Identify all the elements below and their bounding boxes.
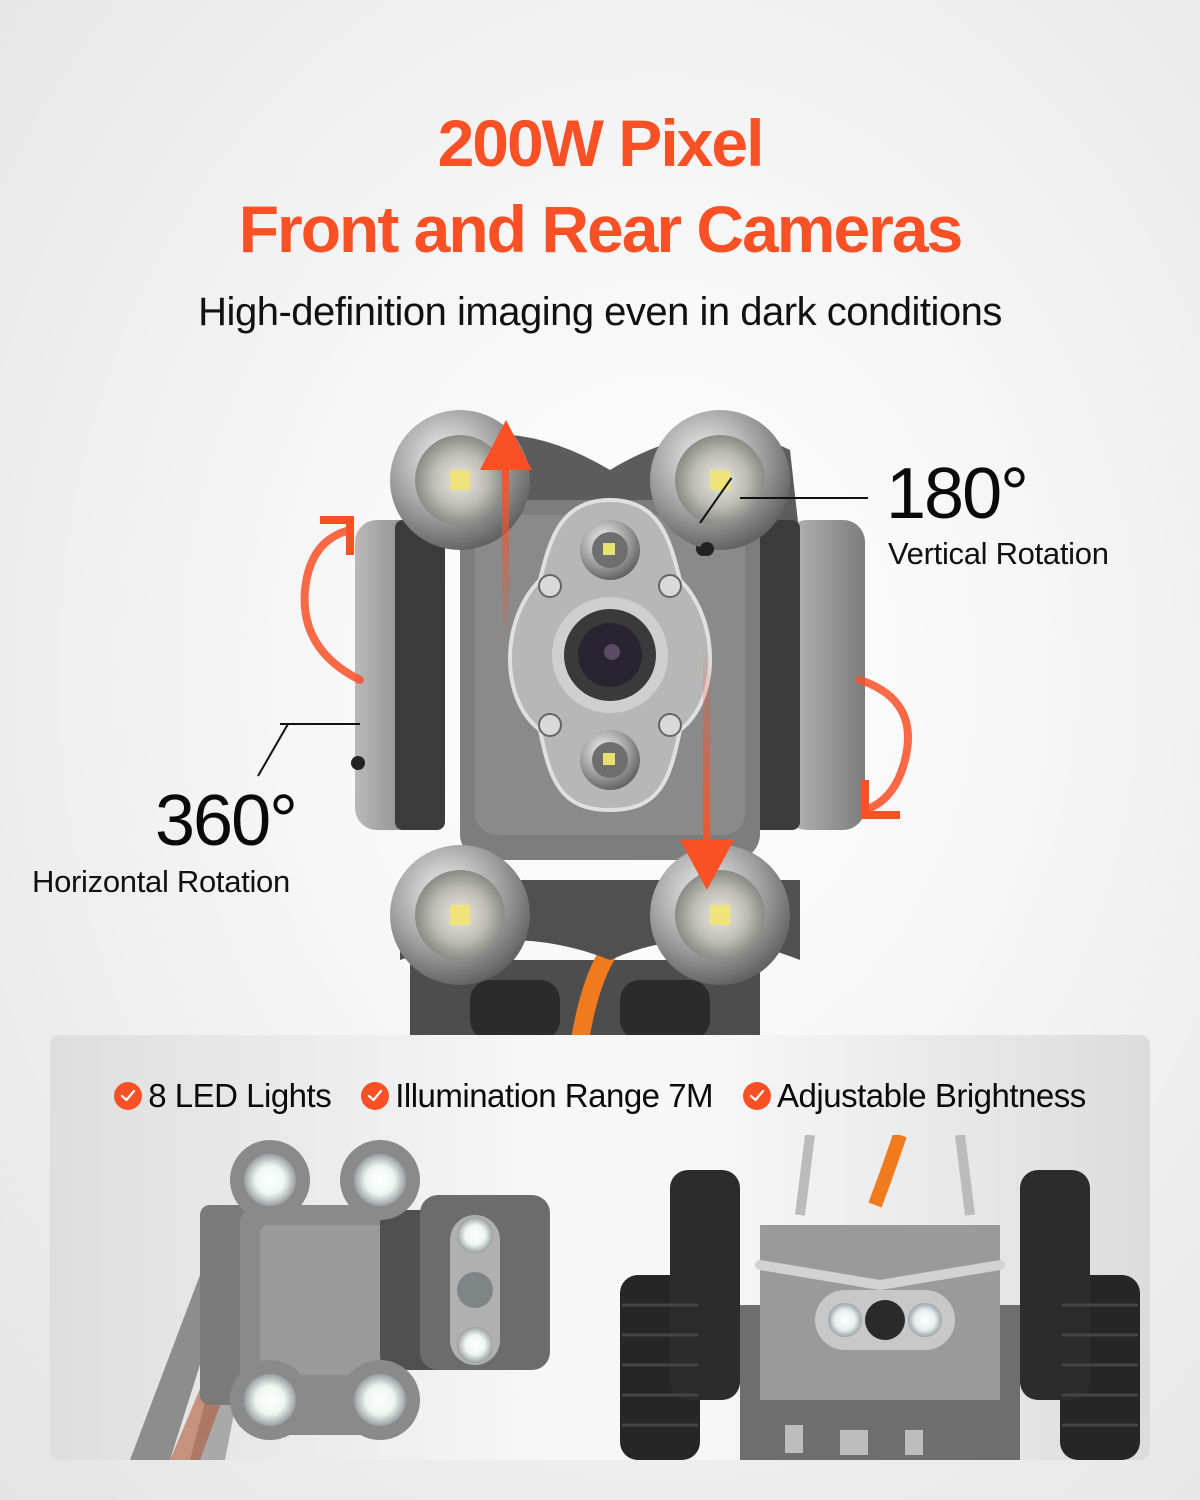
page-title-line-2: Front and Rear Cameras [238,192,964,266]
led-lamp-bottom-right [650,845,790,985]
feature-item: Adjustable Brightness [743,1077,1086,1115]
check-circle-icon [114,1082,143,1110]
check-circle-icon [743,1082,772,1110]
horizontal-callout-line [280,723,360,725]
feature-item: 8 LED Lights [114,1077,332,1115]
feature-label: Adjustable Brightness [777,1077,1086,1114]
vertical-rotation-label: Vertical Rotation [888,536,1109,571]
feature-item: Illumination Range 7M [361,1077,714,1115]
check-circle-icon [361,1082,390,1110]
horizontal-rotation-label: Horizontal Rotation [32,864,290,899]
feature-list: 8 LED Lights Illumination Range 7M Adjus… [50,1077,1150,1115]
led-lamp-bottom-left [390,845,530,985]
camera-head-illustration [280,400,940,1042]
horizontal-rotation-value: 360° [155,781,298,861]
led-lamp-top-right [650,410,790,550]
feature-label: Illumination Range 7M [395,1077,714,1114]
feature-label: 8 LED Lights [148,1077,332,1114]
feature-panel: 8 LED Lights Illumination Range 7M Adjus… [50,1035,1150,1460]
camera-head-side-photo [50,1135,610,1460]
crawler-front-photo [610,1132,1150,1460]
vertical-rotation-value: 180° [886,454,1029,534]
page-subtitle: High-definition imaging even in dark con… [198,290,1002,334]
page-title-line-1: 200W Pixel [437,106,765,180]
vertical-callout-line [740,497,868,499]
